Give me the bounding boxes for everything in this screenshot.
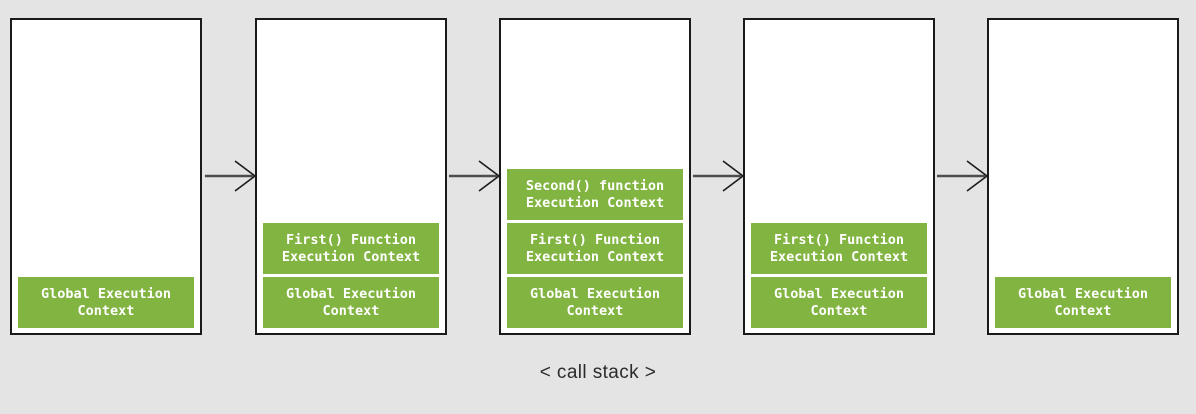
stack-box-step-4: First() Function Execution Context Globa… (743, 18, 935, 335)
stack-frame-first: First() Function Execution Context (751, 223, 927, 274)
stack-frame-first: First() Function Execution Context (507, 223, 683, 274)
stack-frame-first: First() Function Execution Context (263, 223, 439, 274)
arrow-3-to-4 (693, 158, 745, 194)
stack-frame-global: Global Execution Context (18, 277, 194, 328)
stack-box-step-5: Global Execution Context (987, 18, 1179, 335)
stack-frame-global: Global Execution Context (263, 277, 439, 328)
arrow-2-to-3 (449, 158, 501, 194)
stack-frame-global: Global Execution Context (751, 277, 927, 328)
stack-frame-second: Second() function Execution Context (507, 169, 683, 220)
arrow-1-to-2 (205, 158, 257, 194)
stack-frame-global: Global Execution Context (507, 277, 683, 328)
stack-box-step-1: Global Execution Context (10, 18, 202, 335)
stack-frame-global: Global Execution Context (995, 277, 1171, 328)
stack-box-step-2: First() Function Execution Context Globa… (255, 18, 447, 335)
arrow-4-to-5 (937, 158, 989, 194)
stack-box-step-3: Second() function Execution Context Firs… (499, 18, 691, 335)
diagram-caption: < call stack > (539, 362, 657, 383)
